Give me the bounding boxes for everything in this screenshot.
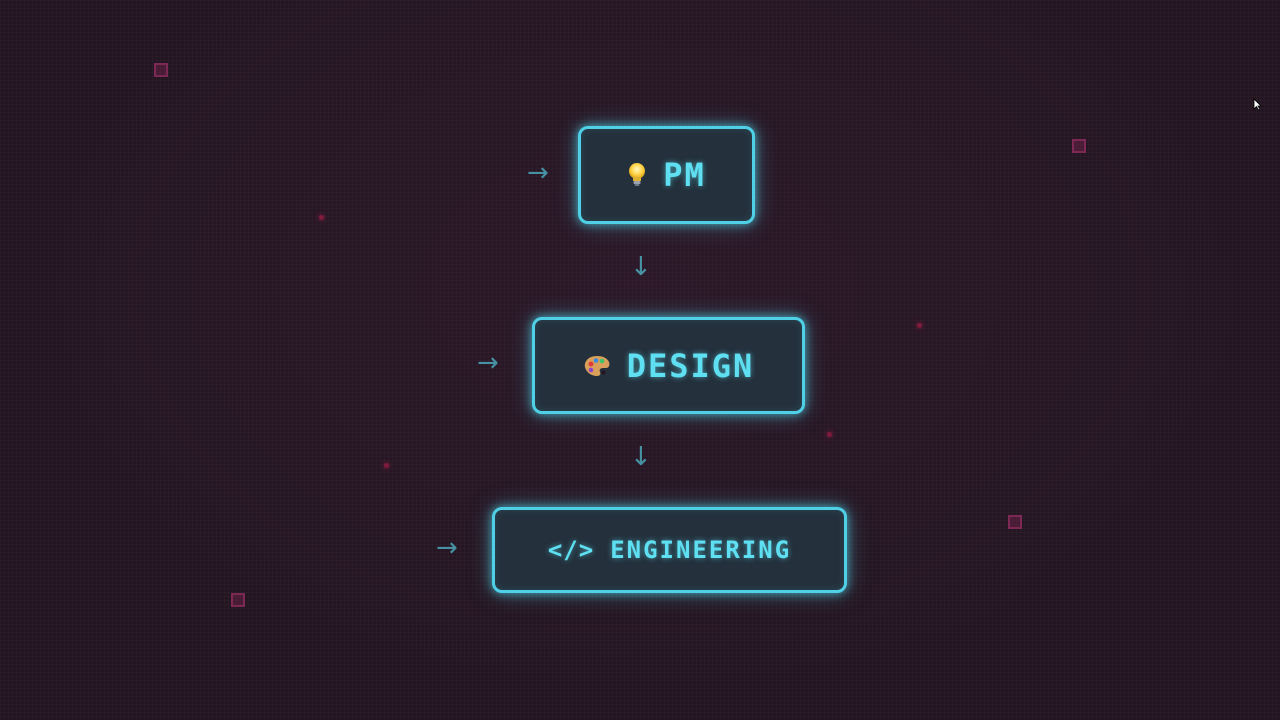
incoming-arrow-engineering: →: [436, 533, 458, 563]
decor-square: [1072, 139, 1086, 153]
code-icon: </>: [547, 536, 595, 564]
node-pm[interactable]: PM: [578, 126, 755, 224]
lightbulb-icon: [627, 162, 647, 188]
decor-square: [1008, 515, 1022, 529]
decor-dot: [827, 432, 832, 437]
incoming-arrow-design: →: [477, 348, 499, 378]
node-label: ENGINEERING: [610, 536, 792, 564]
decor-dot: [384, 463, 389, 468]
incoming-arrow-pm: →: [527, 158, 549, 188]
mouse-cursor-icon: [1253, 96, 1262, 115]
edge-arrow-design-engineering: ↓: [630, 442, 652, 472]
decor-square: [231, 593, 245, 607]
node-engineering[interactable]: </> ENGINEERING: [492, 507, 847, 593]
decor-square: [154, 63, 168, 77]
edge-arrow-pm-design: ↓: [630, 252, 652, 282]
palette-icon: [583, 354, 611, 378]
node-label: DESIGN: [626, 346, 755, 385]
node-design[interactable]: DESIGN: [532, 317, 805, 414]
node-label: PM: [663, 156, 706, 194]
decor-dot: [319, 215, 324, 220]
decor-dot: [917, 323, 922, 328]
